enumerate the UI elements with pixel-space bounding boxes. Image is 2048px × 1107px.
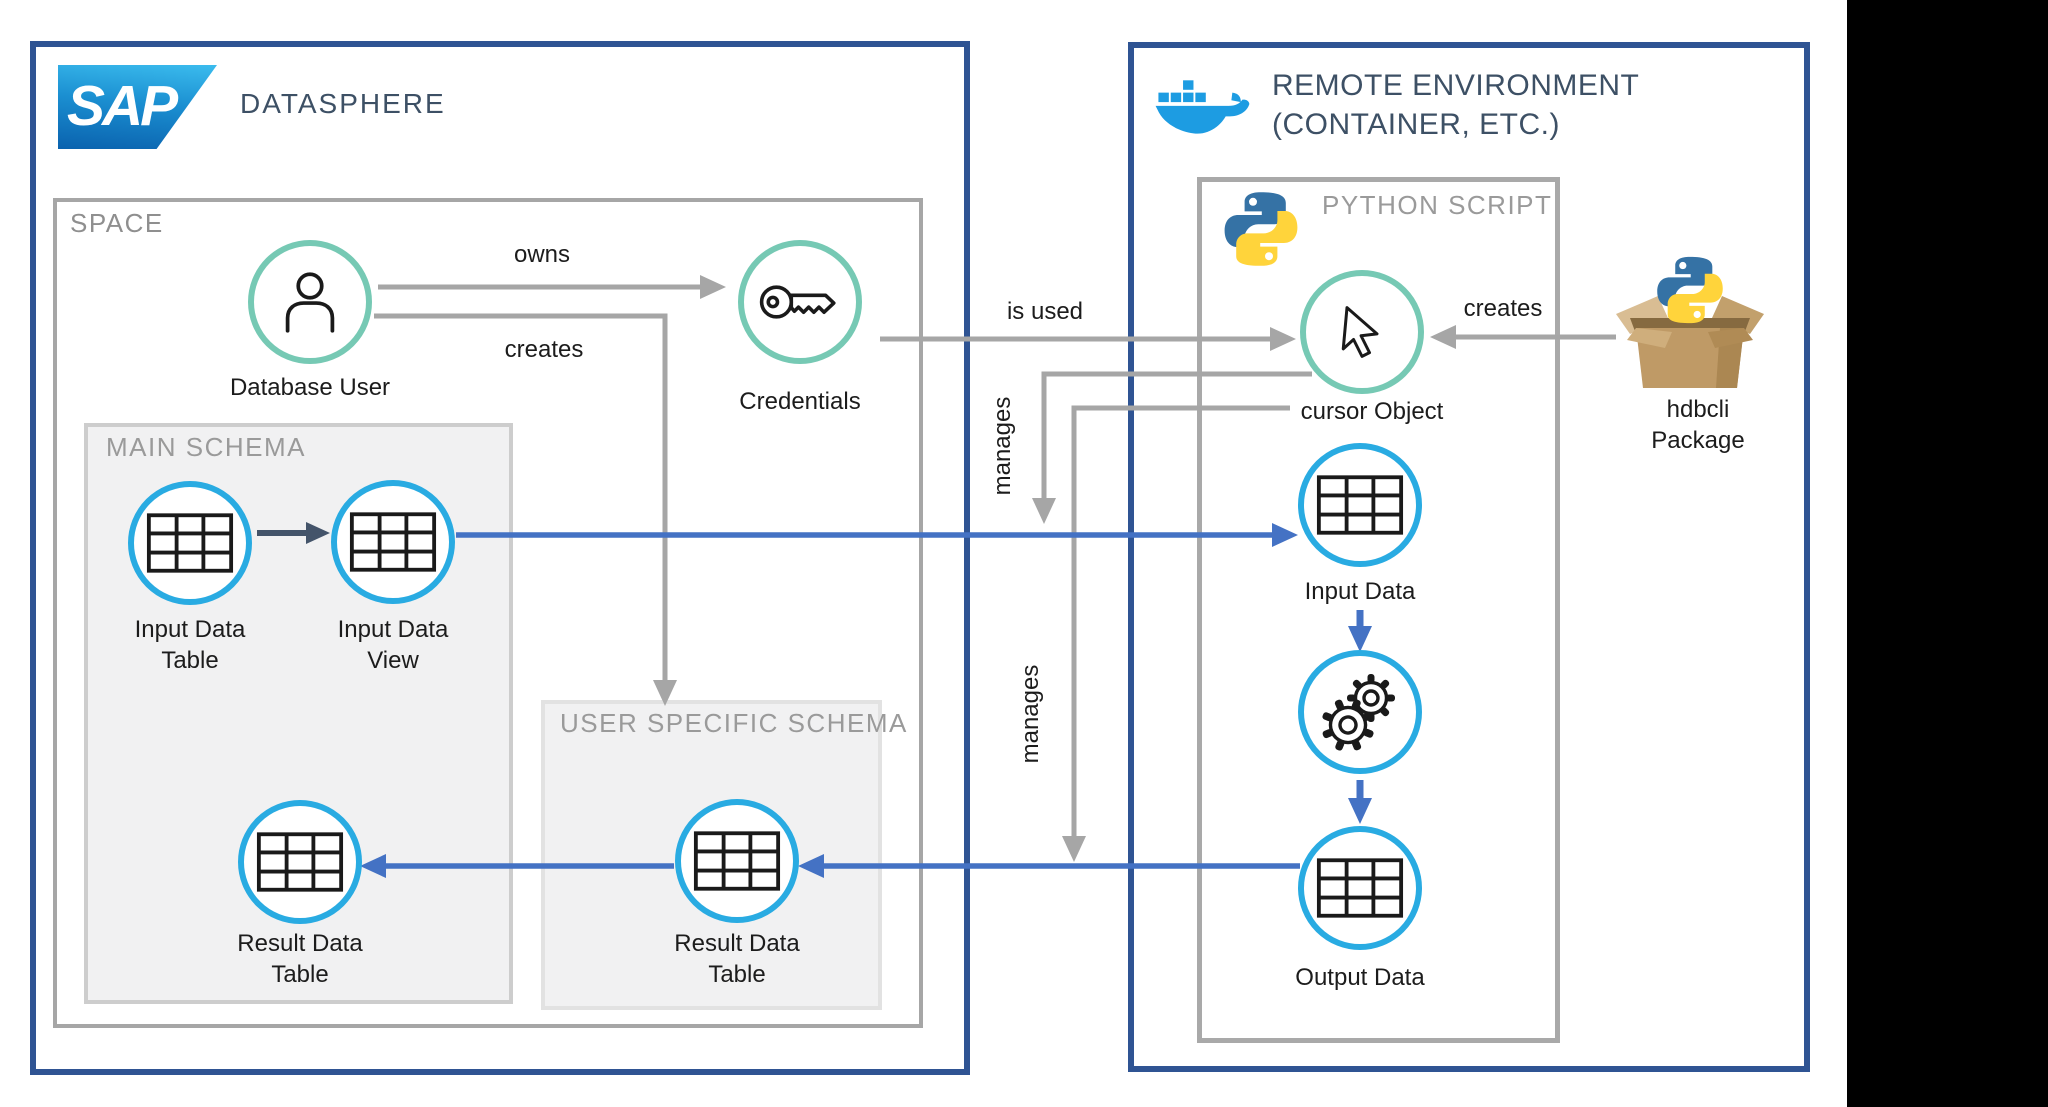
input-data-node <box>1298 443 1422 567</box>
space-label: SPACE <box>70 208 164 238</box>
result-data-table-main-label: Result Data Table <box>237 930 363 988</box>
space-box <box>53 198 923 1028</box>
credentials-label: Credentials <box>739 388 861 415</box>
edge-creates-cursor-label: creates <box>1463 295 1543 322</box>
cursor-icon <box>1341 306 1379 358</box>
output-data-node <box>1298 826 1422 950</box>
input-data-view-node <box>331 480 455 604</box>
edge-manages-output-label: manages <box>1017 664 1044 764</box>
table-icon <box>1316 475 1404 535</box>
input-data-table-node <box>128 481 252 605</box>
table-icon <box>146 513 234 573</box>
output-data-label: Output Data <box>1295 964 1425 991</box>
result-data-table-user-label: Result Data Table <box>674 930 800 988</box>
input-data-view-label: Input Data View <box>337 616 449 674</box>
database-user-node <box>248 240 372 364</box>
database-user-label: Database User <box>229 374 391 401</box>
datasphere-title: DATASPHERE <box>240 88 446 119</box>
cursor-object-label: cursor Object <box>1300 398 1444 425</box>
result-data-table-user-node <box>675 799 799 923</box>
python-script-label: PYTHON SCRIPT <box>1322 190 1553 220</box>
table-icon <box>256 832 344 892</box>
table-icon <box>1316 858 1404 918</box>
edge-owns-label: owns <box>513 241 571 268</box>
key-icon <box>759 285 836 319</box>
remote-environment-title: REMOTE ENVIRONMENT (CONTAINER, ETC.) <box>1272 69 1640 141</box>
letterbox-strip <box>1847 0 2048 1107</box>
table-icon <box>349 512 437 572</box>
edge-manages-input-label: manages <box>989 396 1016 496</box>
input-data-label: Input Data <box>1304 578 1416 605</box>
cursor-object-node <box>1300 270 1424 394</box>
user-specific-schema-label: USER SPECIFIC SCHEMA <box>560 708 908 738</box>
hdbcli-package-icon <box>1608 250 1772 390</box>
main-schema-label: MAIN SCHEMA <box>106 432 306 462</box>
result-data-table-main-node <box>238 800 362 924</box>
table-icon <box>693 831 781 891</box>
person-icon <box>285 272 335 333</box>
input-data-table-label: Input Data Table <box>134 616 246 674</box>
edge-is-used-label: is used <box>1006 298 1084 325</box>
gears-icon <box>1322 674 1395 751</box>
datasphere-box <box>30 41 970 1075</box>
edge-creates-user-schema-label: creates <box>504 336 584 363</box>
hdbcli-package-label: hdbcli Package <box>1651 396 1745 454</box>
python-logo-icon <box>1221 189 1301 269</box>
process-node <box>1298 650 1422 774</box>
credentials-node <box>738 240 862 364</box>
sap-logo-text: SAP <box>67 74 178 138</box>
docker-icon <box>1154 68 1250 140</box>
